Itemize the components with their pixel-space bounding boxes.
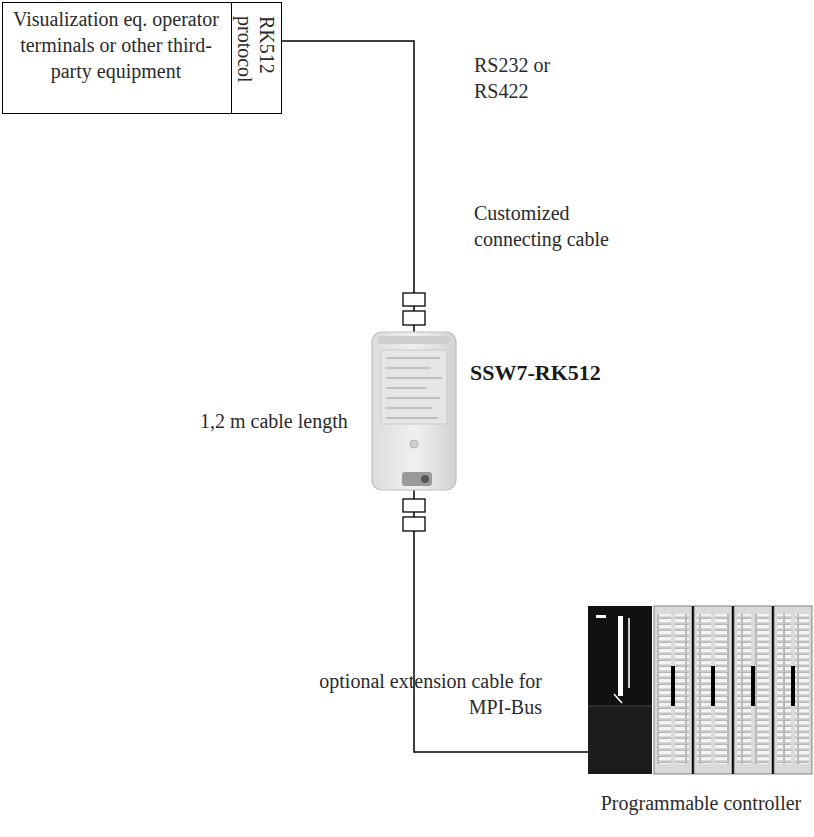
interface-label: RS232 or RS422 bbox=[474, 52, 574, 104]
equipment-box: RK512 protocolVisualization eq. operator… bbox=[2, 2, 282, 114]
plug-symbol bbox=[403, 293, 425, 531]
caption-label: SSW7-RK512 bbox=[470, 360, 601, 386]
cable-line bbox=[281, 41, 414, 332]
vertical-label: RK512 protocol bbox=[234, 16, 278, 100]
box-text: Visualization eq. operator terminals or … bbox=[3, 3, 229, 87]
cable-length-label: 1,2 m cable length bbox=[200, 408, 348, 434]
cable-label: Customized connecting cable bbox=[474, 200, 644, 252]
plc-illustration bbox=[588, 606, 812, 774]
protocol-compartment: RK512 protocol bbox=[231, 3, 281, 113]
plc-unit: Programmable controller bbox=[588, 606, 814, 774]
caption-label: Programmable controller bbox=[588, 790, 814, 816]
extension-cable-label: optional extension cable for MPI-Bus bbox=[296, 668, 542, 720]
converter-device: SSW7-RK512 bbox=[372, 332, 456, 490]
device-illustration bbox=[372, 332, 456, 490]
